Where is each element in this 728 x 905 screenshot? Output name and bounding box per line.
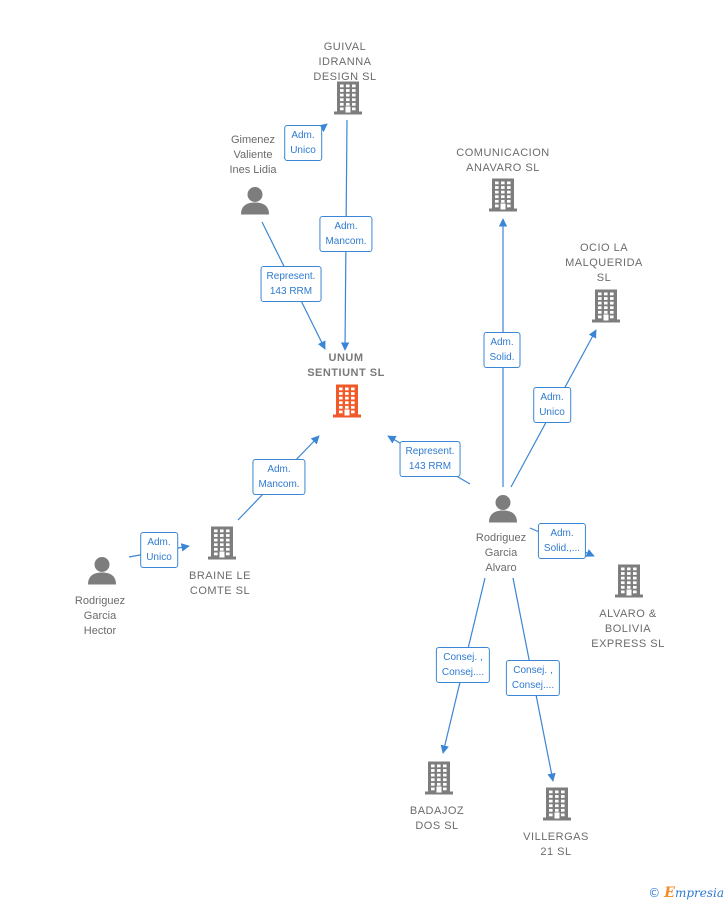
building-icon[interactable] [592,289,620,328]
building-icon[interactable] [615,564,643,603]
edge-label-adm-solid[interactable]: Adm. Solid. [483,332,521,368]
node-label-gimenez[interactable]: Gimenez Valiente Ines Lidia [229,134,277,176]
node-label-villergas[interactable]: VILLERGAS 21 SL [523,831,589,858]
node-label-rodriguez-alvaro[interactable]: Rodriguez Garcia Alvaro [475,532,527,574]
edge-label-adm-mancom[interactable]: Adm. Mancom. [319,216,373,252]
edge-label-adm-solid-bo[interactable]: Adm. Solid.,... [537,523,587,559]
node-label-comunicacion[interactable]: COMUNICACION ANAVARO SL [456,147,550,174]
building-icon[interactable] [489,178,517,217]
edge-label-adm-unico-ocio[interactable]: Adm. Unico [533,387,571,423]
node-label-rodriguez-hector[interactable]: Rodriguez Garcia Hector [74,595,126,637]
node-label-braine[interactable]: BRAINE LE COMTE SL [189,570,251,597]
edge-label-adm-unico-br[interactable]: Adm. Unico [140,532,178,568]
edge-label-consej-ba[interactable]: Consej. , Consej.... [435,647,491,683]
person-icon[interactable] [488,495,518,528]
edge-label-represent[interactable]: Represent. 143 RRM [260,266,322,302]
building-icon[interactable] [543,787,571,826]
brand-initial: E [664,885,675,901]
node-label-unum[interactable]: UNUM SENTIUNT SL [307,352,385,379]
edge-label-represent-alv[interactable]: Represent. 143 RRM [399,441,461,477]
empresia-brand[interactable]: ©Empresia [648,885,724,901]
brand-name: mpresia [674,886,724,900]
main-building-icon[interactable] [333,384,361,423]
node-label-alvaro-bolivia[interactable]: ALVARO & BOLIVIA EXPRESS SL [591,608,665,650]
edge-label-adm-unico[interactable]: Adm. Unico [284,125,322,161]
building-icon[interactable] [334,81,362,120]
node-label-ocio[interactable]: OCIO LA MALQUERIDA SL [565,242,643,284]
node-label-guival[interactable]: GUIVAL IDRANNA DESIGN SL [313,41,377,83]
person-icon[interactable] [240,187,270,220]
person-icon[interactable] [87,557,117,590]
node-label-badajoz[interactable]: BADAJOZ DOS SL [409,805,465,832]
edge-label-adm-mancom-br[interactable]: Adm. Mancom. [252,459,306,495]
copyright-icon: © [648,886,661,900]
edge-label-consej-vi[interactable]: Consej. , Consej.... [505,660,561,696]
building-icon[interactable] [208,526,236,565]
building-icon[interactable] [425,761,453,800]
